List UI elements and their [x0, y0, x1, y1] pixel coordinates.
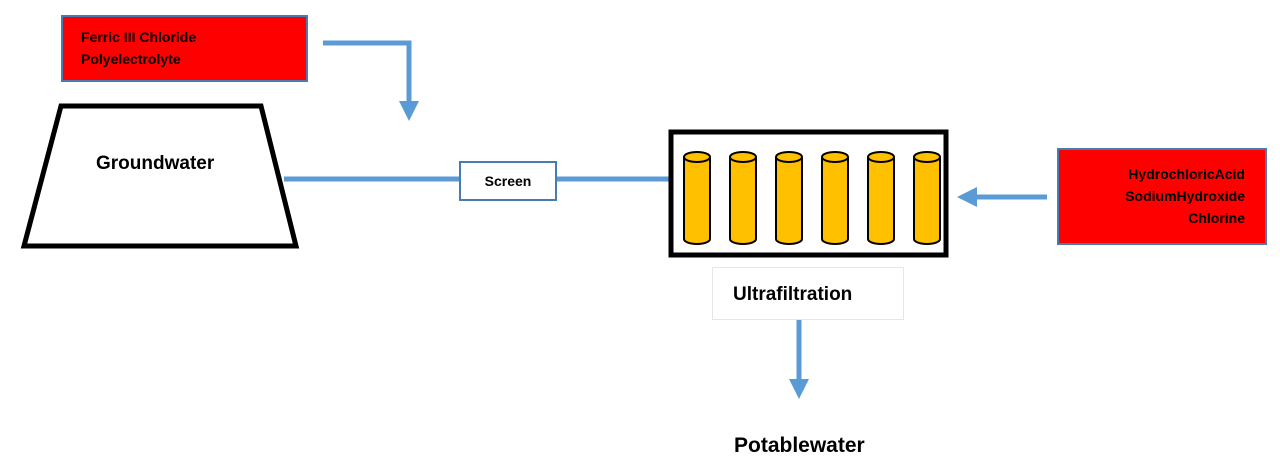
- membrane-cartridge: [867, 151, 895, 245]
- chemical-label-ferric-chloride: Ferric III Chloride: [81, 29, 197, 45]
- membrane-cartridge: [913, 151, 941, 245]
- arrow-chemical-dosing-left: [323, 40, 419, 121]
- membrane-cartridges: [683, 151, 941, 245]
- chemical-label-hydrochloric-acid: HydrochloricAcid: [1128, 166, 1245, 182]
- ultrafiltration-label-box: Ultrafiltration: [712, 267, 904, 320]
- chemical-label-sodium-hydroxide: SodiumHydroxide: [1125, 188, 1245, 204]
- membrane-cartridge: [729, 151, 757, 245]
- membrane-cartridge: [683, 151, 711, 245]
- potable-water-label: Potablewater: [734, 434, 865, 457]
- chemical-box-treatment: HydrochloricAcid SodiumHydroxide Chlorin…: [1057, 148, 1267, 245]
- chemical-label-chlorine: Chlorine: [1188, 210, 1245, 226]
- groundwater-source-shape: [20, 103, 300, 249]
- screen-label: Screen: [484, 173, 532, 189]
- chemical-label-polyelectrolyte: Polyelectrolyte: [81, 51, 181, 67]
- membrane-cartridge: [775, 151, 803, 245]
- groundwater-label: Groundwater: [96, 153, 215, 174]
- membrane-cartridge: [821, 151, 849, 245]
- ultrafiltration-label: Ultrafiltration: [733, 284, 853, 305]
- ultrafiltration-unit: [668, 129, 949, 258]
- screen-box: Screen: [459, 161, 557, 201]
- chemical-box-coagulants: Ferric III Chloride Polyelectrolyte: [61, 15, 308, 82]
